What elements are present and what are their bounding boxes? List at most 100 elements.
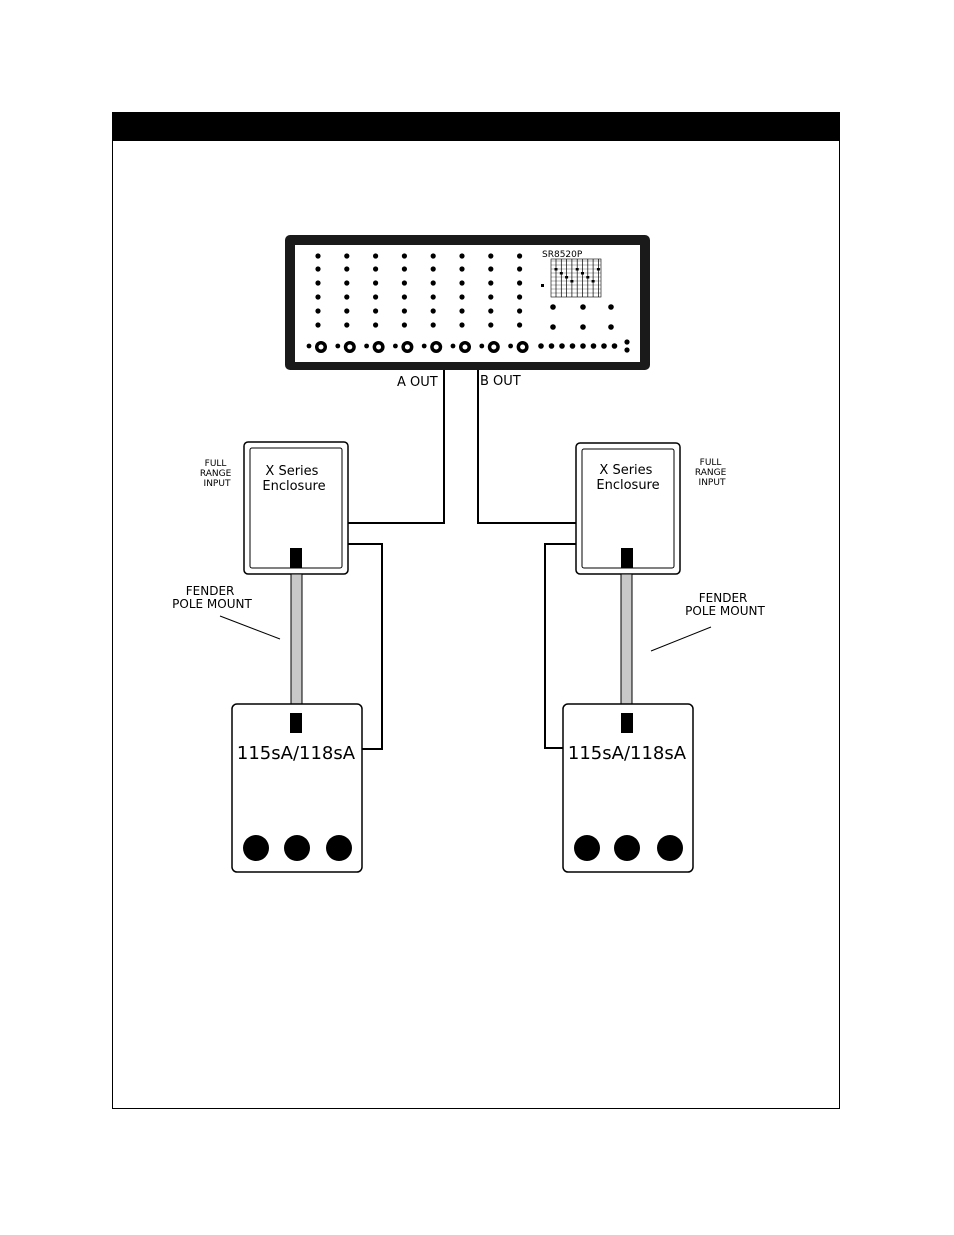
channel-knob bbox=[315, 308, 320, 313]
right-subwoofer-foot-2 bbox=[614, 835, 640, 861]
channel-knob bbox=[402, 294, 407, 299]
xlr-input-jack-center bbox=[376, 345, 381, 350]
channel-knob bbox=[517, 266, 522, 271]
cable-b-out bbox=[478, 370, 576, 523]
eq-slider-cap bbox=[597, 268, 600, 271]
mixer: SR8520P bbox=[285, 235, 650, 370]
channel-knob bbox=[459, 322, 464, 327]
left-enclosure-label-line1: X Series bbox=[265, 464, 318, 479]
eq-indicator bbox=[541, 284, 544, 287]
right-pole-leader bbox=[651, 627, 711, 651]
output-jack bbox=[538, 343, 544, 349]
line-input-jack bbox=[335, 344, 340, 349]
channel-knob bbox=[517, 308, 522, 313]
right-enclosure-label: X Series Enclosure bbox=[596, 463, 659, 493]
left-subwoofer-foot-2 bbox=[284, 835, 310, 861]
channel-knob bbox=[315, 294, 320, 299]
line-input-jack bbox=[451, 344, 456, 349]
master-knob bbox=[580, 324, 586, 330]
channel-knob bbox=[402, 308, 407, 313]
channel-knob bbox=[488, 266, 493, 271]
channel-knob bbox=[459, 280, 464, 285]
output-jack bbox=[601, 343, 607, 349]
channel-knob bbox=[344, 294, 349, 299]
channel-knob bbox=[344, 322, 349, 327]
master-knob bbox=[550, 304, 556, 310]
right-subwoofer: 115sA/118sA bbox=[563, 704, 693, 872]
right-pole-label: FENDER POLE MOUNT bbox=[685, 591, 765, 618]
right-subwoofer-foot-3 bbox=[657, 835, 683, 861]
right-enclosure: X Series Enclosure bbox=[576, 443, 680, 574]
eq-slider-cap bbox=[560, 272, 563, 275]
channel-knob bbox=[373, 253, 378, 258]
channel-knob bbox=[459, 308, 464, 313]
left-subwoofer-socket bbox=[290, 713, 302, 733]
left-enclosure-socket bbox=[290, 548, 302, 568]
channel-knob bbox=[431, 266, 436, 271]
channel-knob bbox=[488, 322, 493, 327]
channel-knob bbox=[402, 280, 407, 285]
cable-a-out bbox=[348, 370, 444, 523]
xlr-input-jack-center bbox=[405, 345, 410, 350]
eq-slider-cap bbox=[586, 276, 589, 279]
channel-knob bbox=[459, 266, 464, 271]
line-input-jack bbox=[479, 344, 484, 349]
left-subwoofer: 115sA/118sA bbox=[232, 704, 362, 872]
xlr-input-jack-center bbox=[319, 345, 324, 350]
a-out-label: A OUT bbox=[397, 375, 438, 390]
channel-knob bbox=[315, 266, 320, 271]
output-jack bbox=[580, 343, 586, 349]
right-subwoofer-label: 115sA/118sA bbox=[568, 743, 687, 764]
mixer-model-label: SR8520P bbox=[542, 250, 583, 260]
left-pole-leader bbox=[220, 616, 280, 639]
channel-knob bbox=[488, 294, 493, 299]
channel-knob bbox=[431, 322, 436, 327]
output-jack bbox=[559, 343, 565, 349]
left-subwoofer-label: 115sA/118sA bbox=[237, 743, 356, 764]
line-input-jack bbox=[508, 344, 513, 349]
eq-slider-cap bbox=[555, 268, 558, 271]
channel-knob bbox=[402, 253, 407, 258]
channel-knob bbox=[373, 280, 378, 285]
line-input-jack bbox=[307, 344, 312, 349]
channel-knob bbox=[459, 294, 464, 299]
right-enclosure-socket bbox=[621, 548, 633, 568]
master-knob bbox=[608, 304, 614, 310]
line-input-jack bbox=[422, 344, 427, 349]
channel-knob bbox=[488, 280, 493, 285]
line-input-jack bbox=[393, 344, 398, 349]
left-pole-mount bbox=[291, 574, 302, 704]
left-subwoofer-foot-3 bbox=[326, 835, 352, 861]
channel-knob bbox=[315, 280, 320, 285]
right-enclosure-label-line2: Enclosure bbox=[596, 478, 659, 493]
channel-knob bbox=[431, 308, 436, 313]
left-pole-label-line1: FENDER bbox=[186, 584, 235, 598]
channel-knob bbox=[373, 322, 378, 327]
line-input-jack bbox=[364, 344, 369, 349]
right-enclosure-label-line1: X Series bbox=[599, 463, 652, 478]
channel-knob bbox=[431, 253, 436, 258]
right-pole-mount bbox=[621, 574, 632, 704]
right-input-label: FULL RANGE INPUT bbox=[695, 458, 729, 488]
channel-knob bbox=[373, 294, 378, 299]
master-knob bbox=[580, 304, 586, 310]
channel-knob bbox=[344, 280, 349, 285]
right-input-label-line3: INPUT bbox=[699, 478, 726, 488]
right-input-label-line2: RANGE bbox=[695, 468, 727, 478]
power-jack bbox=[624, 347, 629, 352]
channel-knob bbox=[344, 308, 349, 313]
left-enclosure: X Series Enclosure bbox=[244, 442, 348, 574]
eq-slider-cap bbox=[570, 280, 573, 283]
b-out-label: B OUT bbox=[480, 374, 521, 389]
eq-slider-cap bbox=[581, 272, 584, 275]
channel-knob bbox=[431, 294, 436, 299]
channel-knob bbox=[344, 253, 349, 258]
xlr-input-jack-center bbox=[434, 345, 439, 350]
channel-knob bbox=[315, 253, 320, 258]
right-subwoofer-socket bbox=[621, 713, 633, 733]
eq-slider-cap bbox=[592, 280, 595, 283]
channel-knob bbox=[517, 322, 522, 327]
channel-knob bbox=[431, 280, 436, 285]
xlr-input-jack-center bbox=[491, 345, 496, 350]
right-input-label-line1: FULL bbox=[700, 458, 722, 468]
